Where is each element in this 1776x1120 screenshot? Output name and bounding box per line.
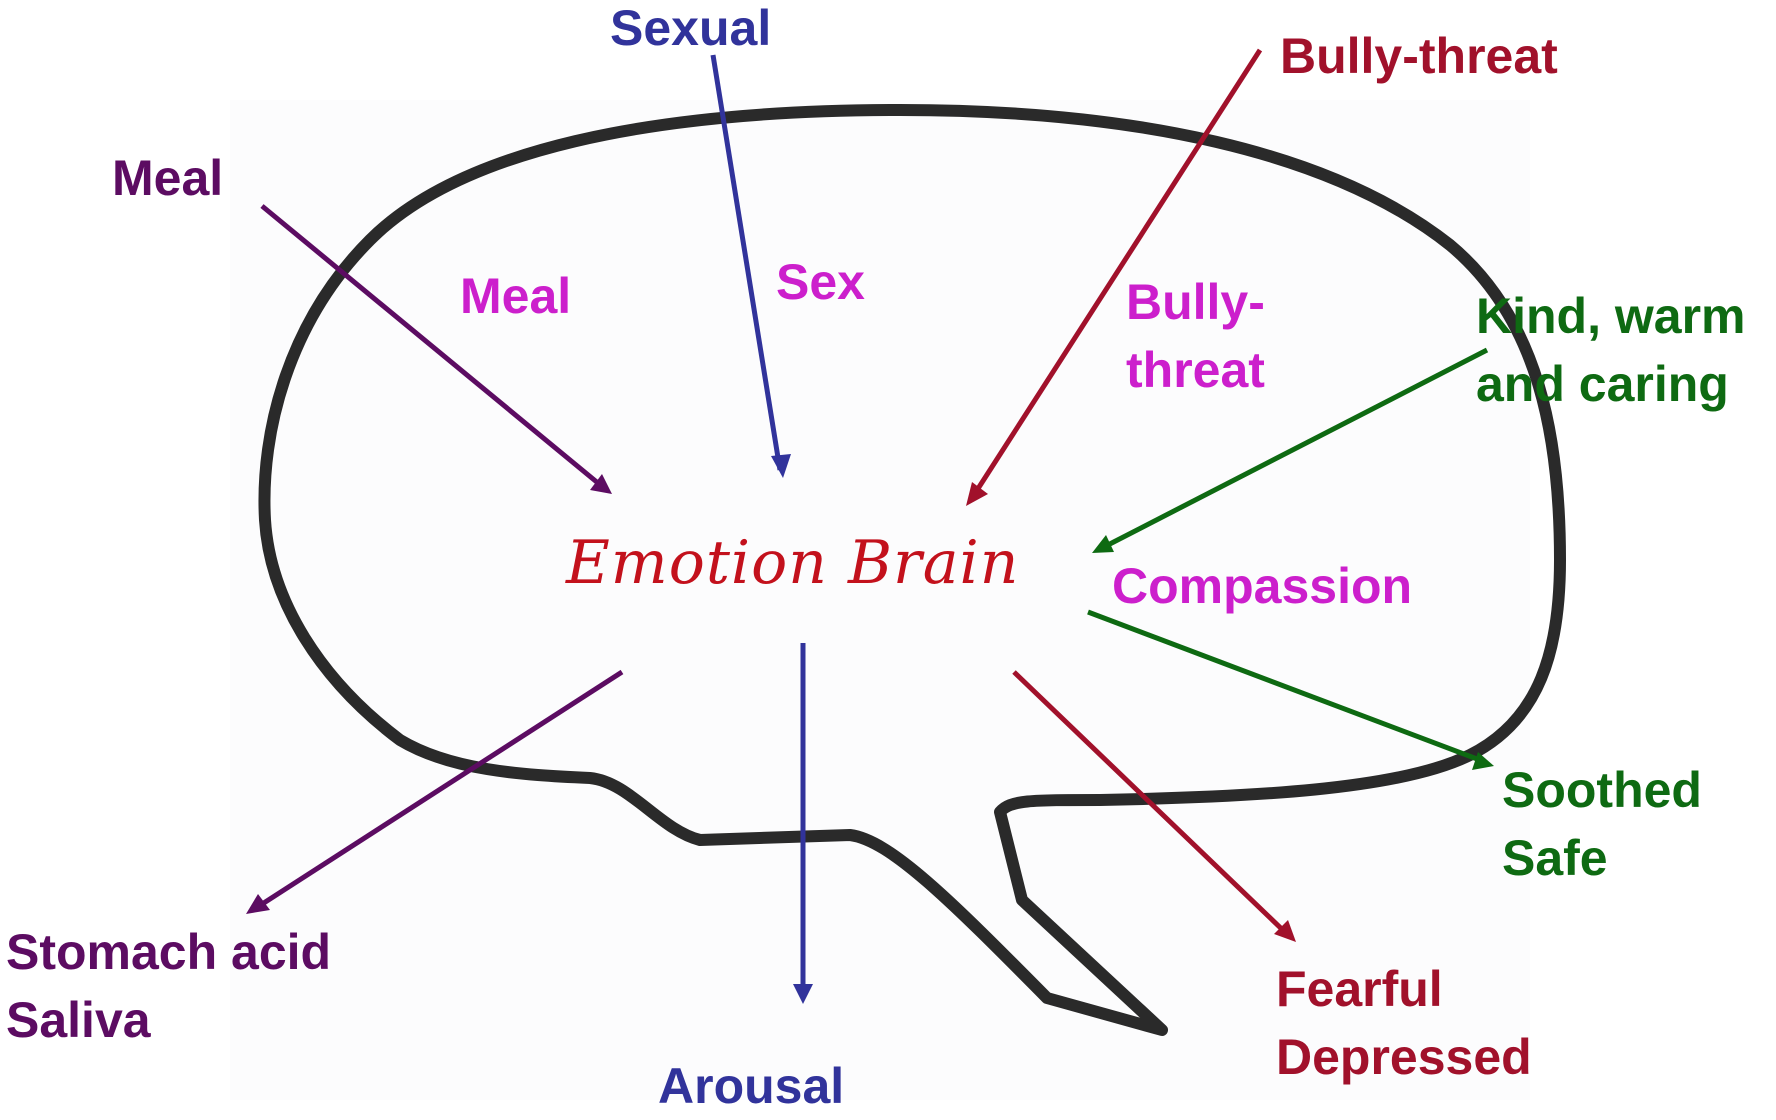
inner-label-bully-line2: threat [1126,336,1265,404]
inner-label-meal: Meal [460,262,571,330]
label-stomach-line1: Stomach acid [6,918,331,986]
label-kind-line2: and caring [1476,350,1745,418]
label-stomach-saliva: Stomach acid Saliva [6,918,331,1054]
label-soothed-safe: Soothed Safe [1502,756,1702,892]
inner-label-compassion: Compassion [1112,552,1412,620]
label-meal: Meal [112,144,223,212]
inner-label-sex: Sex [776,248,865,316]
label-fearful-line1: Fearful [1276,955,1532,1023]
label-kind-line1: Kind, warm [1476,282,1745,350]
label-soothed-line2: Safe [1502,824,1702,892]
emotion-brain-title: Emotion Brain [566,528,1019,598]
label-fearful-line2: Depressed [1276,1023,1532,1091]
inner-label-bully-line1: Bully- [1126,268,1265,336]
label-fearful-depressed: Fearful Depressed [1276,955,1532,1091]
label-stomach-line2: Saliva [6,986,331,1054]
label-soothed-line1: Soothed [1502,756,1702,824]
inner-label-bully-threat: Bully- threat [1126,268,1265,404]
label-bully-threat: Bully-threat [1280,22,1558,90]
label-arousal: Arousal [658,1052,844,1120]
label-kind-warm-caring: Kind, warm and caring [1476,282,1745,418]
label-sexual: Sexual [610,0,771,62]
